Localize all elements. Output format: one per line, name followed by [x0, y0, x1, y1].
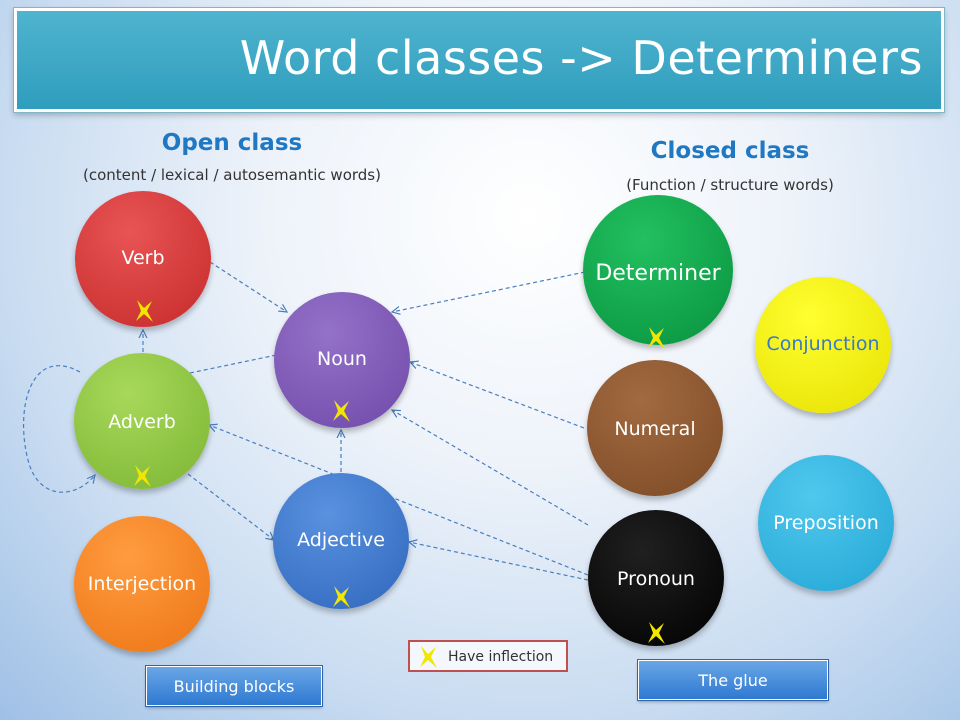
legend-star-icon — [420, 646, 437, 668]
verb-circle: Verb — [75, 191, 211, 327]
pronoun-label: Pronoun — [617, 568, 695, 590]
verb-inflection-star-icon — [136, 300, 153, 322]
adjective-label: Adjective — [297, 529, 385, 551]
arrow-verb-noun — [209, 261, 287, 312]
conjunction-circle: Conjunction — [755, 277, 891, 413]
preposition-label: Preposition — [773, 512, 879, 534]
arrow-pronoun-noun — [392, 410, 589, 526]
adjective-inflection-star-icon — [333, 586, 350, 608]
interjection-label: Interjection — [87, 573, 197, 595]
numeral-circle: Numeral — [587, 360, 723, 496]
numeral-label: Numeral — [614, 418, 696, 440]
arrow-pronoun-adjective — [409, 542, 589, 581]
determiner-inflection-star-icon — [648, 327, 665, 349]
legend-label: Have inflection — [448, 649, 554, 665]
determiner-circle: Determiner — [583, 195, 733, 345]
determiner-label: Determiner — [595, 261, 721, 286]
arrow-adverb-noun — [189, 353, 286, 374]
pronoun-circle: Pronoun — [588, 510, 724, 646]
preposition-circle: Preposition — [758, 455, 894, 591]
pronoun-inflection-star-icon — [648, 622, 665, 644]
arrow-adverb-adjective — [187, 473, 274, 540]
interjection-circle: Interjection — [74, 516, 210, 652]
arrow-determiner-noun — [392, 271, 586, 312]
noun-inflection-star-icon — [333, 400, 350, 422]
adverb-inflection-star-icon — [134, 465, 151, 487]
adverb-label: Adverb — [108, 411, 176, 433]
arrow-adverb-self — [22, 365, 95, 493]
the-glue-button[interactable]: The glue — [637, 659, 829, 701]
arrow-pronoun-adverb — [209, 425, 589, 576]
open-class-subheading: (content / lexical / autosemantic words) — [83, 166, 381, 184]
inflection-legend: Have inflection — [408, 640, 568, 672]
noun-circle: Noun — [274, 292, 410, 428]
noun-label: Noun — [317, 348, 367, 370]
building-blocks-button[interactable]: Building blocks — [145, 665, 323, 707]
verb-label: Verb — [121, 247, 165, 269]
closed-class-heading: Closed class — [650, 138, 810, 164]
arrow-numeral-noun — [410, 362, 585, 429]
conjunction-label: Conjunction — [766, 333, 880, 355]
title-bar: Word classes -> Determiners — [13, 7, 945, 113]
closed-class-subheading: (Function / structure words) — [626, 176, 834, 194]
open-class-heading: Open class — [161, 130, 303, 156]
adjective-circle: Adjective — [273, 473, 409, 609]
page-title: Word classes -> Determiners — [239, 31, 923, 85]
adverb-circle: Adverb — [74, 353, 210, 489]
